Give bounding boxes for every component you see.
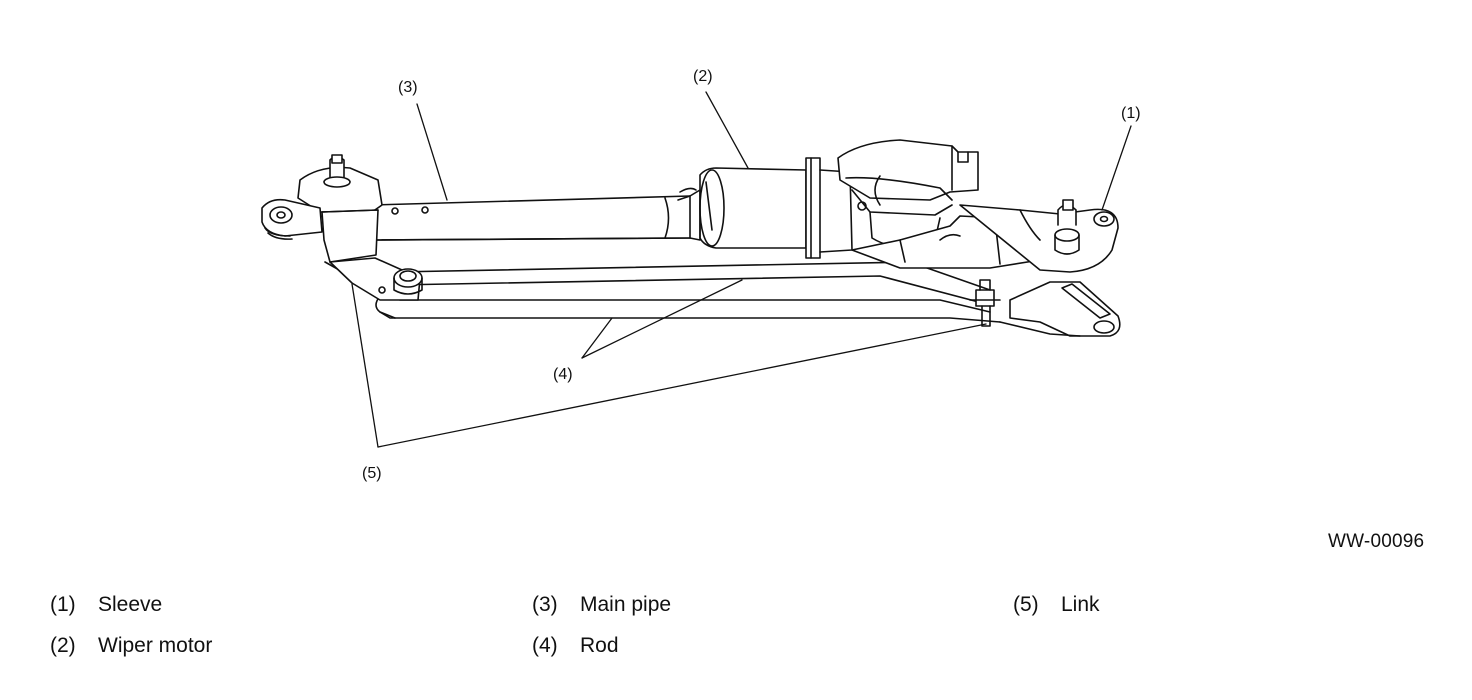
legend-label: Wiper motor	[98, 634, 213, 657]
right-link	[999, 281, 1121, 337]
callout-1: (1)	[1121, 105, 1141, 122]
figure-id: WW-00096	[1328, 531, 1425, 552]
legend-number: (2)	[50, 634, 76, 657]
legend-label: Rod	[580, 634, 619, 657]
callout-3: (3)	[398, 79, 418, 96]
legend-number: (1)	[50, 593, 76, 616]
left-pivot	[261, 154, 386, 281]
main-pipe	[371, 195, 691, 241]
legend-item-3: (3) Main pipe	[532, 593, 671, 617]
leader-lines	[351, 91, 1132, 448]
left-link	[329, 257, 423, 301]
right-pivot-sleeve	[959, 199, 1119, 273]
callout-4: (4)	[553, 366, 573, 383]
legend-number: (5)	[1013, 593, 1039, 616]
legend-label: Main pipe	[580, 593, 672, 616]
legend-item-4: (4) Rod	[532, 634, 619, 658]
gearbox-housing	[837, 139, 1049, 269]
wiper-linkage-diagram	[261, 91, 1132, 448]
callout-5: (5)	[362, 465, 382, 482]
callout-2: (2)	[693, 68, 713, 85]
wiper-motor	[677, 157, 853, 259]
legend-item-5: (5) Link	[1013, 593, 1100, 617]
legend-label: Link	[1061, 593, 1100, 616]
legend-item-1: (1) Sleeve	[50, 593, 162, 617]
legend-item-2: (2) Wiper motor	[50, 634, 212, 658]
rod-end-bolt	[969, 279, 1001, 327]
legend-number: (3)	[532, 593, 558, 616]
legend-number: (4)	[532, 634, 558, 657]
rods	[359, 261, 1001, 323]
legend-label: Sleeve	[98, 593, 163, 616]
